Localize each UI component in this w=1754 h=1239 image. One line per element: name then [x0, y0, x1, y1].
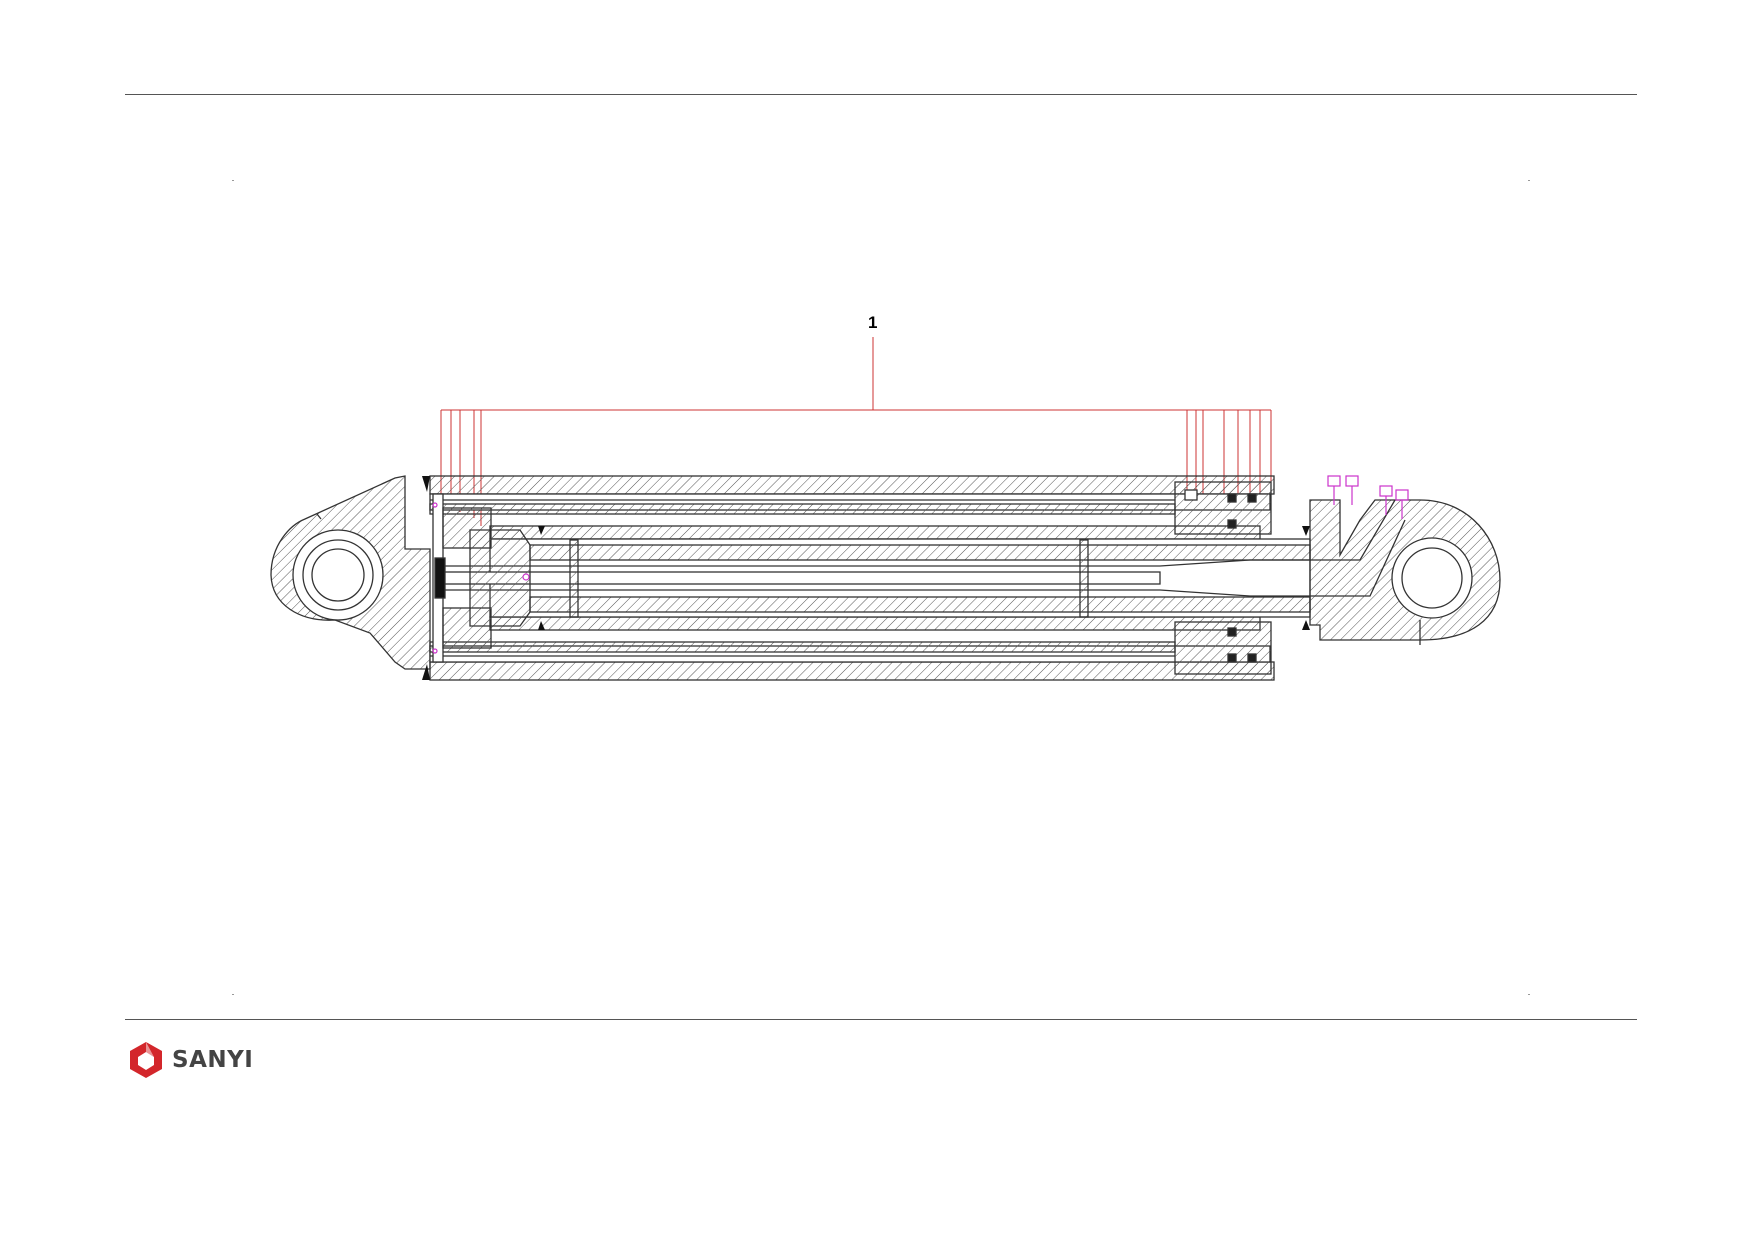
- right-clevis-eye: [1309, 499, 1501, 645]
- callout-number: 1: [868, 313, 878, 332]
- corner-mark: [1528, 994, 1530, 995]
- outer-barrel: [429, 475, 1275, 681]
- sanyi-logo: SANYI: [126, 1040, 266, 1080]
- corner-mark: [232, 180, 234, 181]
- logo-text: SANYI: [172, 1047, 254, 1073]
- weld-marks: [422, 476, 1310, 680]
- left-clevis-eye: [270, 475, 431, 670]
- header-rule: [125, 94, 1637, 95]
- mounting-bolts: [432, 475, 1409, 654]
- sanyi-logo-icon: [130, 1042, 162, 1078]
- corner-mark: [1528, 180, 1530, 181]
- right-gland: [1174, 481, 1272, 675]
- footer-rule: [125, 1019, 1637, 1020]
- inner-tube: [439, 525, 1311, 631]
- left-piston: [432, 493, 531, 663]
- corner-mark: [232, 994, 234, 995]
